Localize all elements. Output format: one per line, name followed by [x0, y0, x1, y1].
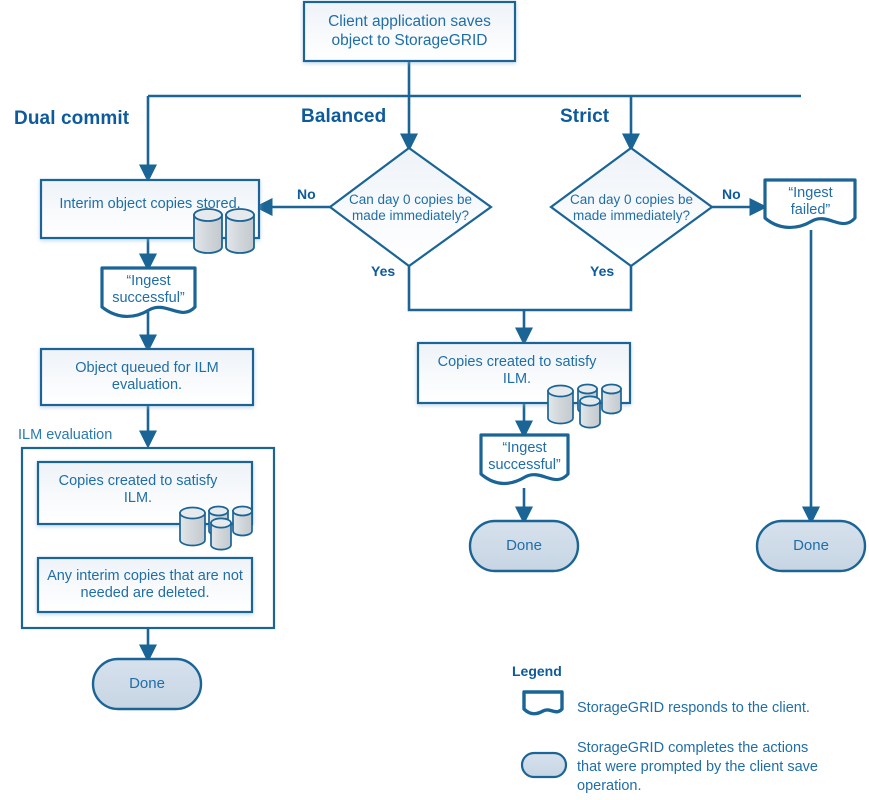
- connectors: [138, 61, 821, 663]
- edge-balanced-yes: [407, 266, 524, 312]
- branch-label-balanced: Balanced: [301, 106, 387, 127]
- node-done-middle: [468, 519, 580, 573]
- cylinder-icon: [547, 384, 574, 425]
- node-done-right: [755, 519, 867, 573]
- node-interim-copies: [39, 178, 261, 254]
- cylinder-icon: [601, 383, 622, 415]
- cylinder-icon-group-left: [179, 505, 253, 551]
- node-decision-strict: [549, 146, 714, 268]
- node-done-left: [91, 657, 203, 711]
- node-ingest-successful-middle: [479, 433, 570, 485]
- node-start: [302, 0, 517, 63]
- cylinder-icon: [193, 208, 223, 254]
- node-copies-created-left: [36, 460, 254, 551]
- branch-label-strict: Strict: [560, 106, 610, 127]
- legend-title: Legend: [512, 663, 562, 679]
- cylinder-icon-group-interim: [193, 208, 255, 254]
- cylinder-icon-group-middle: [547, 383, 622, 429]
- edge-label-strict-yes: Yes: [590, 263, 615, 279]
- branch-label-dual-commit: Dual commit: [14, 108, 130, 129]
- node-object-queued: [39, 347, 255, 407]
- legend-document-icon: [522, 690, 564, 716]
- cylinder-icon: [232, 505, 253, 537]
- edge-label-strict-no: No: [722, 186, 741, 202]
- group-ilm-evaluation: [20, 446, 276, 630]
- ilm-evaluation-group-label: ILM evaluation: [18, 427, 113, 443]
- edge-strict-yes: [524, 266, 633, 312]
- node-ingest-failed: [763, 178, 857, 229]
- legend-item-0-text: StorageGRID responds to the client.: [577, 700, 810, 716]
- cylinder-icon: [179, 506, 206, 547]
- node-interim-deleted: [36, 556, 254, 614]
- node-decision-balanced: [328, 146, 493, 268]
- edge-label-balanced-yes: Yes: [371, 263, 396, 279]
- legend-item-1-text: StorageGRID completes the actions that w…: [577, 740, 818, 795]
- legend-terminator-icon: [520, 751, 568, 779]
- edge-label-balanced-no: No: [297, 186, 316, 202]
- node-ingest-successful-left: [100, 266, 197, 318]
- cylinder-icon: [225, 208, 255, 254]
- node-copies-created-middle: [416, 341, 632, 429]
- cylinder-icon: [579, 395, 601, 429]
- cylinder-icon: [210, 517, 232, 551]
